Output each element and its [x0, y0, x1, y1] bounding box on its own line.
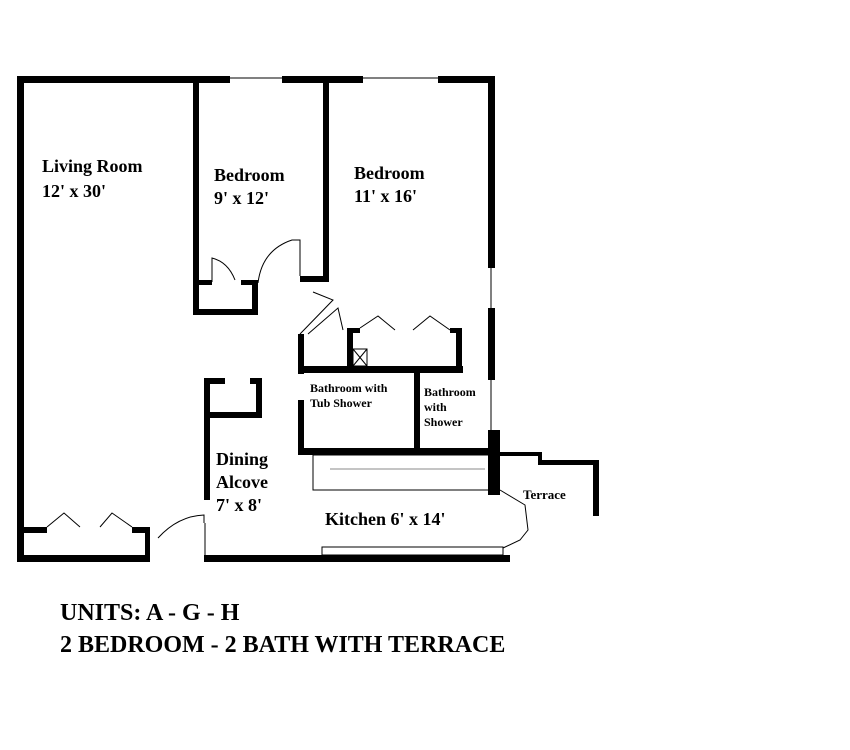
dining-label: Dining [216, 449, 268, 469]
shower-drain-icon [352, 348, 368, 367]
bedroom-large-size: 11' x 16' [354, 186, 417, 206]
bath-shower-label-3: Shower [424, 415, 463, 429]
dining-label-2: Alcove [216, 472, 268, 492]
bedroom-door-swing [257, 239, 301, 284]
bedroom-small-label: Bedroom [214, 165, 285, 185]
bath-shower-label-2: with [424, 400, 447, 414]
bath-tub-label: Bathroom with [310, 381, 388, 395]
bath-shower-label: Bathroom [424, 385, 476, 399]
kitchen-counter [312, 454, 498, 491]
bedroom-large-label: Bedroom [354, 163, 425, 183]
units-caption: UNITS: A - G - H [60, 600, 240, 626]
bath-tub-label-2: Tub Shower [310, 396, 373, 410]
walls [17, 76, 599, 562]
terrace-label: Terrace [523, 487, 566, 502]
bedroom-small-size: 9' x 12' [214, 188, 269, 208]
kitchen-label: Kitchen 6' x 14' [325, 509, 446, 529]
unit-description: 2 BEDROOM - 2 BATH WITH TERRACE [60, 632, 506, 658]
dining-size: 7' x 8' [216, 495, 262, 515]
living-room-label: Living Room [42, 156, 143, 176]
bath-door-swing [299, 291, 334, 335]
kitchen-window [321, 546, 504, 556]
closet-door-swing [211, 257, 236, 282]
room-labels: Living Room 12' x 30' Bedroom 9' x 12' B… [42, 156, 566, 529]
living-room-size: 12' x 30' [42, 181, 106, 201]
entry-door-swing [157, 514, 205, 539]
windows-and-fixtures [46, 77, 529, 556]
